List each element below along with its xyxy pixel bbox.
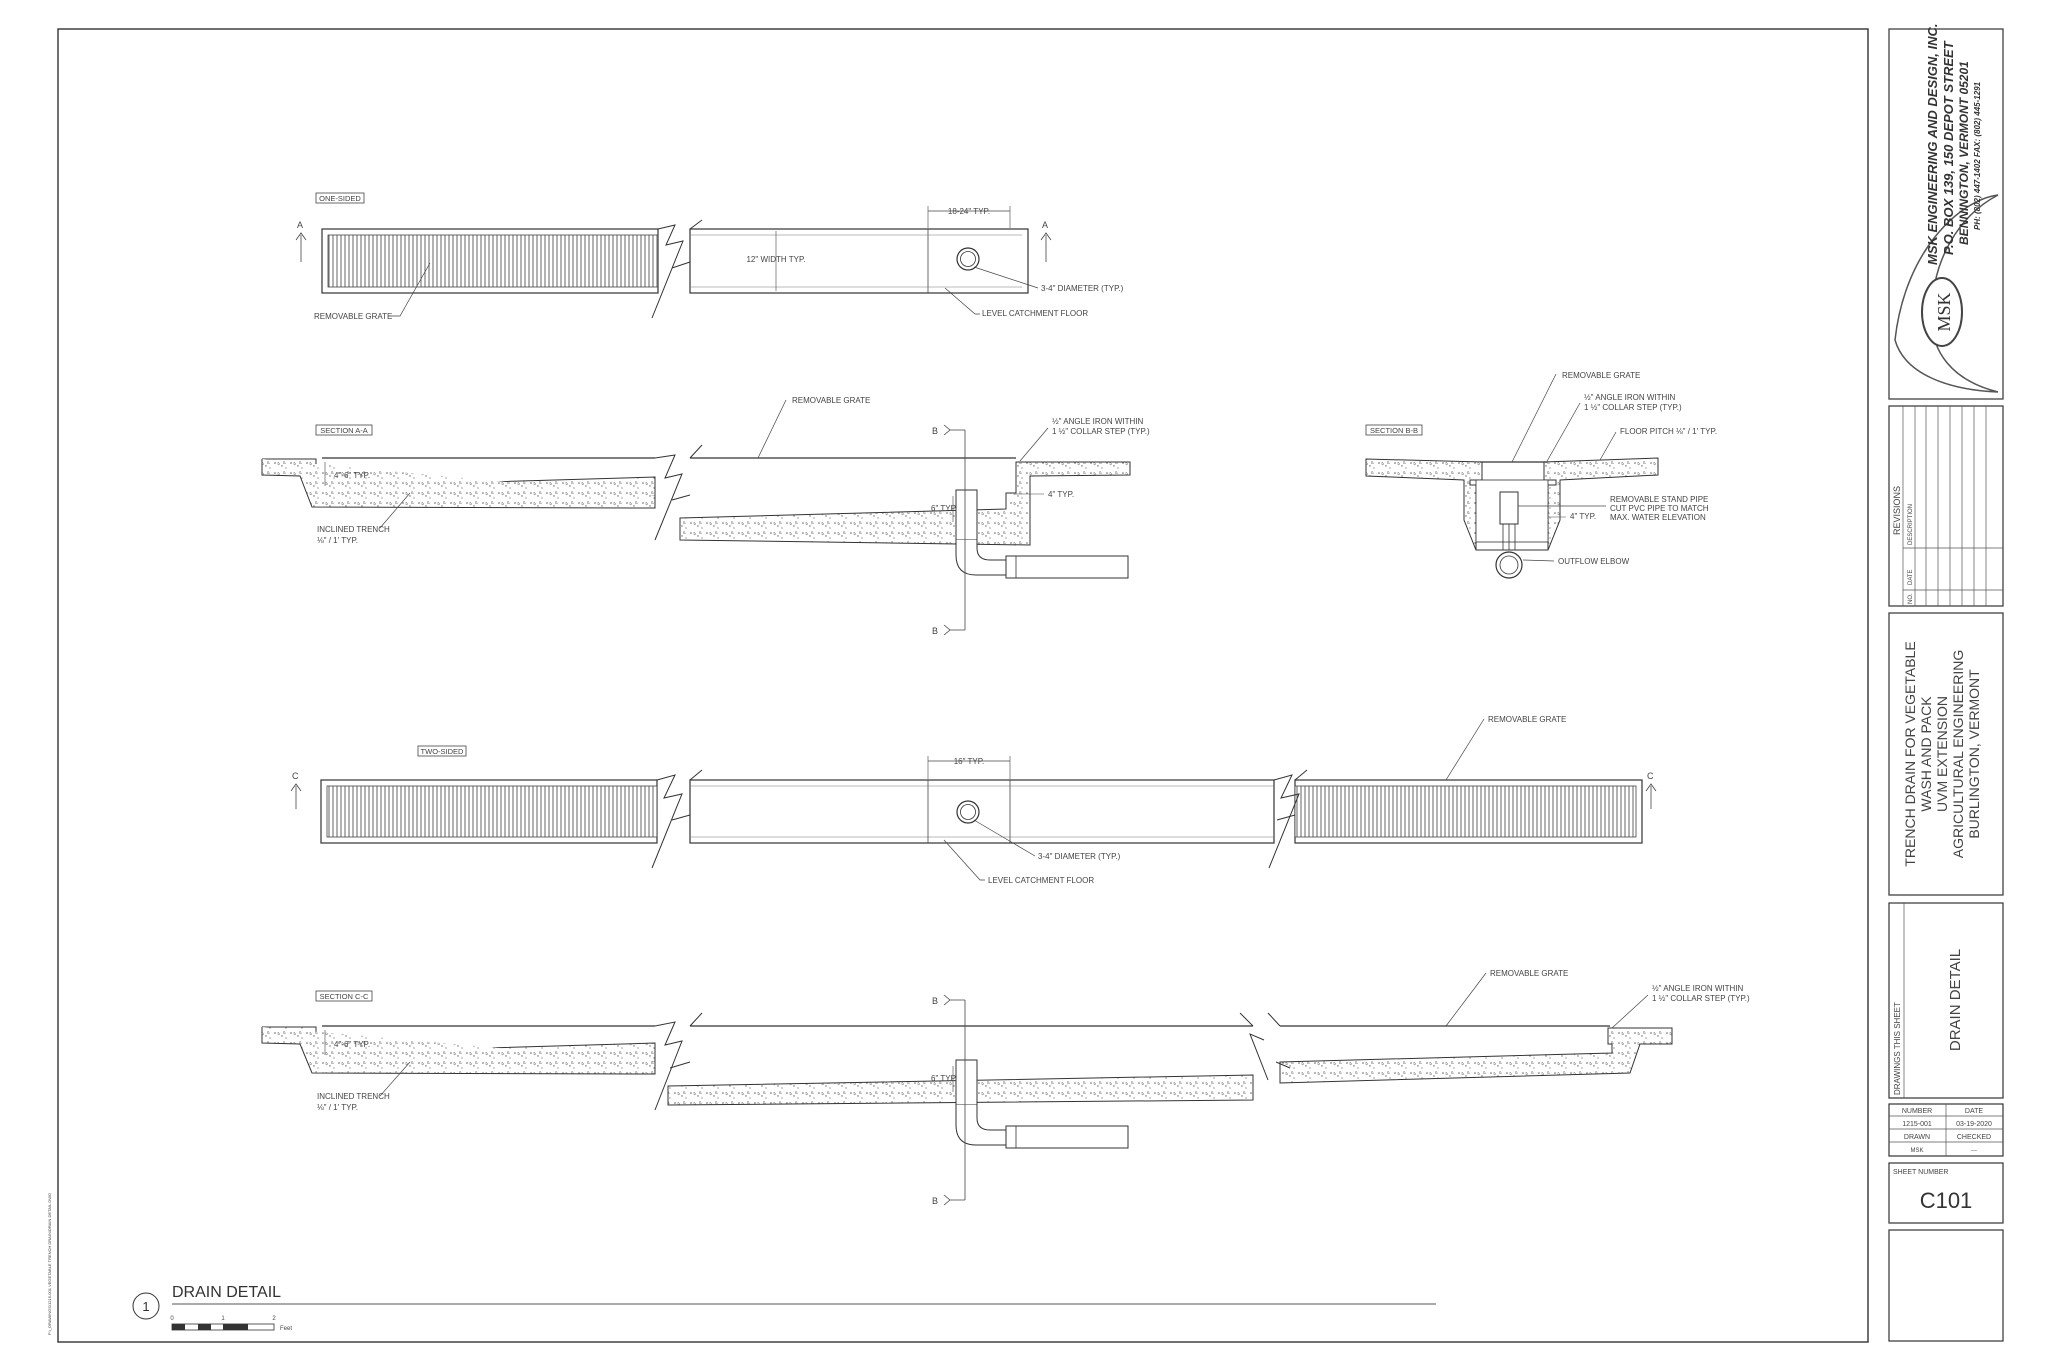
section-aa-angle-1: ½" ANGLE IRON WITHIN: [1052, 417, 1144, 426]
section-c-c: SECTION C-C B B REMOVABLE GRATE ½" ANGLE…: [261, 969, 1750, 1206]
number-value: 1215-001: [1902, 1121, 1932, 1128]
drawn-value: MSK: [1910, 1148, 1923, 1154]
pipe-horizontal-aa: [1005, 555, 1129, 579]
two-sided-diameter: 3-4" DIAMETER (TYP.): [1038, 852, 1121, 861]
section-bb-elbow: OUTFLOW ELBOW: [1558, 557, 1630, 566]
section-cc-incl-1: INCLINED TRENCH: [317, 1092, 390, 1101]
scale-bar: 0 1 2 Feet: [170, 1316, 292, 1332]
scale-unit: Feet: [280, 1326, 292, 1332]
section-bb-tag: SECTION B-B: [1370, 426, 1418, 435]
logo-oval: [1921, 277, 1963, 347]
revisions-col-desc: DESCRIPTION: [1908, 504, 1914, 545]
section-aa-tag: SECTION A-A: [320, 426, 368, 435]
date-label: DATE: [1965, 1108, 1983, 1115]
one-sided-width: 12" WIDTH TYP.: [746, 255, 805, 264]
drawings-this-sheet-label: DRAWINGS THIS SHEET: [1893, 1002, 1902, 1095]
section-cc-grate: REMOVABLE GRATE: [1490, 969, 1568, 978]
revisions-title: REVISIONS: [1892, 486, 1902, 535]
scale-tick-2: 2: [272, 1316, 276, 1322]
section-b-b: SECTION B-B REMOVABLE GRATE ½" ANGLE IRO…: [1365, 371, 1717, 579]
one-sided-diameter: 3-4" DIAMETER (TYP.): [1041, 284, 1124, 293]
section-a-a: SECTION A-A B B REMOVABLE GRATE ½" ANGLE…: [261, 396, 1150, 636]
one-sided-floor: LEVEL CATCHMENT FLOOR: [982, 309, 1088, 318]
section-bb-floor: FLOOR PITCH ⅛" / 1' TYP.: [1620, 427, 1717, 436]
logo-text: MSK: [1934, 292, 1954, 331]
pipe-vertical-aa: [955, 489, 978, 541]
cut-b-bottom-aa: B: [932, 626, 938, 636]
detail-number: 1: [142, 1299, 149, 1314]
sheet-number: C101: [1920, 1188, 1973, 1213]
section-aa-incl-1: INCLINED TRENCH: [317, 525, 390, 534]
one-sided-dim-top: 18-24" TYP.: [948, 207, 990, 216]
section-cc-depth: 4"-6" TYP.: [334, 1040, 370, 1049]
pipe-horizontal-cc: [1005, 1125, 1129, 1149]
section-cc-angle-2: 1 ½" COLLAR STEP (TYP.): [1652, 994, 1750, 1003]
section-aa-depth: 4"-6" TYP.: [334, 471, 370, 480]
scale-tick-1: 1: [221, 1316, 225, 1322]
one-sided-grate: REMOVABLE GRATE: [314, 312, 392, 321]
section-aa-angle-2: 1 ½" COLLAR STEP (TYP.): [1052, 427, 1150, 436]
svg-text:WASH AND PACK: WASH AND PACK: [1918, 696, 1934, 812]
detail-number-circle: [132, 1292, 160, 1320]
detail-title-text: DRAIN DETAIL: [172, 1284, 281, 1301]
two-sided-floor: LEVEL CATCHMENT FLOOR: [988, 876, 1094, 885]
sheet-number-label: SHEET NUMBER: [1893, 1169, 1949, 1176]
revisions-col-date: DATE: [1908, 569, 1914, 585]
one-sided-tag: ONE-SIDED: [319, 194, 361, 203]
section-bb-stand-1: REMOVABLE STAND PIPE: [1610, 495, 1708, 504]
svg-text:PH: (802) 447-1402 FAX: (802): PH: (802) 447-1402 FAX: (802) 445-1291: [1973, 81, 1982, 230]
pipe-vertical-cc: [955, 1059, 978, 1106]
cut-a-left: A: [297, 220, 303, 230]
project-title: TRENCH DRAIN FOR VEGETABLE WASH AND PACK…: [1902, 641, 1982, 866]
cut-c-left: C: [292, 771, 299, 781]
svg-text:TRENCH DRAIN FOR VEGETABLE: TRENCH DRAIN FOR VEGETABLE: [1902, 641, 1918, 866]
section-aa-four: 4" TYP.: [1048, 490, 1074, 499]
drawing-border: [57, 28, 1869, 1343]
cut-c-right: C: [1647, 771, 1654, 781]
number-label: NUMBER: [1902, 1108, 1932, 1115]
two-sided-plan: TWO-SIDED 16" TYP. 3-4" DIAMETER (TYP.) …: [290, 715, 1657, 885]
svg-text:P.O. BOX 139, 150 DEPOT STREET: P.O. BOX 139, 150 DEPOT STREET: [1941, 40, 1956, 255]
drawn-label: DRAWN: [1904, 1134, 1930, 1141]
section-cc-tag: SECTION C-C: [320, 992, 369, 1001]
cut-b-bottom-cc: B: [932, 1196, 938, 1206]
section-aa-incl-2: ⅛" / 1' TYP.: [317, 536, 358, 545]
section-cc-angle-1: ½" ANGLE IRON WITHIN: [1652, 984, 1744, 993]
cut-b-top-cc: B: [932, 996, 938, 1006]
svg-text:MSK ENGINEERING AND DESIGN, IN: MSK ENGINEERING AND DESIGN, INC.: [1925, 24, 1940, 265]
cut-a-right: A: [1042, 220, 1048, 230]
section-bb-angle-1: ½" ANGLE IRON WITHIN: [1584, 393, 1676, 402]
two-sided-grate: REMOVABLE GRATE: [1488, 715, 1566, 724]
section-bb-grate: REMOVABLE GRATE: [1562, 371, 1640, 380]
section-bb-four: 4" TYP.: [1570, 512, 1596, 521]
sheet-title-value: DRAIN DETAIL: [1947, 949, 1964, 1051]
section-cc-incl-2: ⅛" / 1' TYP.: [317, 1103, 358, 1112]
two-sided-dim-top: 16" TYP.: [954, 757, 985, 766]
company-info: MSK ENGINEERING AND DESIGN, INC. P.O. BO…: [1925, 24, 1982, 265]
section-cc-six: 6" TYP.: [931, 1074, 957, 1083]
section-bb-angle-2: 1 ½" COLLAR STEP (TYP.): [1584, 403, 1682, 412]
two-sided-tag: TWO-SIDED: [421, 747, 464, 756]
date-value: 03-19-2020: [1956, 1121, 1992, 1128]
cut-b-top-aa: B: [932, 426, 938, 436]
revisions-table: [1902, 406, 2003, 606]
svg-text:AGRICULTURAL ENGINEERING: AGRICULTURAL ENGINEERING: [1950, 650, 1966, 858]
svg-text:BENNINGTON, VERMONT 05201: BENNINGTON, VERMONT 05201: [1957, 61, 1971, 245]
section-bb-stand-3: MAX. WATER ELEVATION: [1610, 513, 1706, 522]
side-file-path: P:\_DRAWINGS\1215-001 VEGETABLE TRENCH D…: [47, 1193, 52, 1335]
section-aa-six: 6" TYP.: [931, 504, 957, 513]
section-bb-stand-2: CUT PVC PIPE TO MATCH: [1610, 504, 1709, 513]
stand-pipe: [1499, 491, 1519, 525]
checked-value: ---: [1971, 1148, 1977, 1154]
revisions-col-no: NO.: [1908, 593, 1914, 604]
one-sided-plan: ONE-SIDED 18-24" TYP. 12" WIDTH TYP. 3-4…: [295, 192, 1124, 321]
title-block: MSK MSK ENGINEERING AND DESIGN, INC. P.O…: [1888, 24, 2004, 1342]
detail-title: 1 DRAIN DETAIL 0 1 2 Feet: [132, 1284, 1436, 1332]
scale-tick-0: 0: [170, 1316, 174, 1322]
checked-label: CHECKED: [1957, 1134, 1991, 1141]
section-aa-grate: REMOVABLE GRATE: [792, 396, 870, 405]
svg-text:UVM EXTENSION: UVM EXTENSION: [1934, 696, 1950, 812]
svg-text:BURLINGTON, VERMONT: BURLINGTON, VERMONT: [1966, 669, 1982, 839]
